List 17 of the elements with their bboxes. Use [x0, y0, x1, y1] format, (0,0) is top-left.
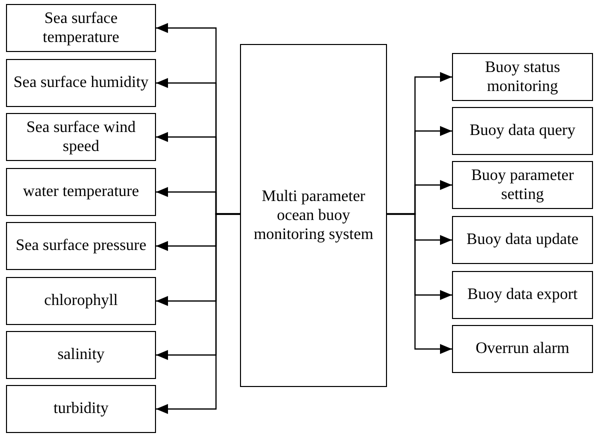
process-box: salinity [6, 331, 156, 379]
process-box: Sea surface pressure [6, 222, 156, 270]
arrow [156, 213, 240, 414]
process-box: Buoy data query [452, 107, 593, 155]
process-box: Sea surface temperature [6, 4, 156, 52]
process-box: water temperature [6, 168, 156, 216]
process-box: Buoy data update [452, 216, 593, 264]
process-box: turbidity [6, 385, 156, 433]
arrow [387, 213, 452, 354]
process-box: Multi parameter ocean buoy monitoring system [240, 44, 387, 387]
process-box: chlorophyll [6, 277, 156, 325]
process-box: Buoy status monitoring [452, 53, 593, 101]
process-box: Sea surface humidity [6, 59, 156, 107]
process-box: Overrun alarm [452, 325, 593, 373]
process-box: Buoy parameter setting [452, 161, 593, 209]
process-box: Sea surface wind speed [6, 113, 156, 161]
process-box: Buoy data export [452, 271, 593, 319]
